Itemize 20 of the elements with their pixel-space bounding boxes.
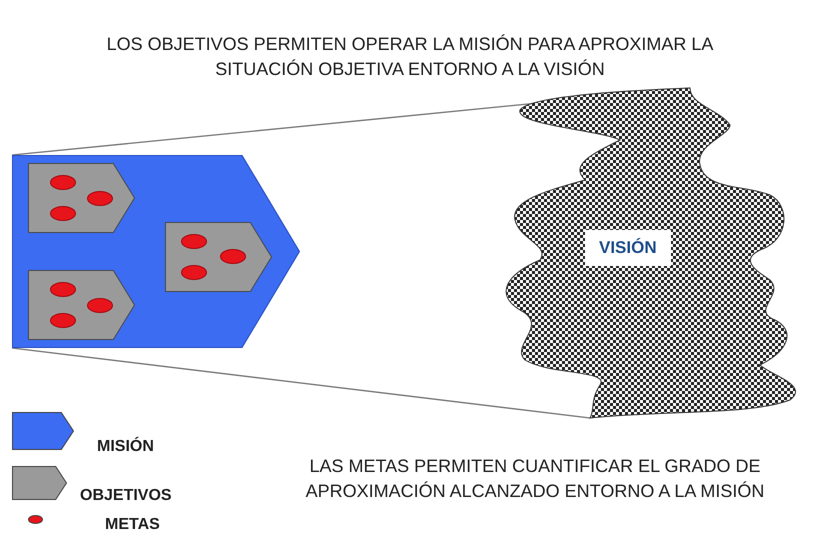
goal-ellipse [50, 313, 76, 328]
objective-pentagon [28, 270, 135, 340]
goal-ellipse [50, 282, 76, 297]
goal-ellipse [50, 175, 76, 190]
node-label: VISIÓN [585, 230, 671, 266]
legend-label: MISIÓN [97, 438, 154, 456]
note-text: LOS OBJETIVOS PERMITEN OPERAR LA MISIÓN PARA APROXIMAR LA SITUACIÓN OBJETIVA ENTORNO A LA VISIÓN [106, 33, 714, 81]
mission-pentagon [12, 155, 300, 348]
objective-pentagon [165, 222, 272, 292]
goal-ellipse [220, 249, 246, 264]
legend-label: OBJETIVOS [80, 487, 172, 505]
note-text: LAS METAS PERMITEN CUANTIFICAR EL GRADO DE APROXIMACIÓN ALCANZADO ENTORNO A LA MISIÓN [304, 455, 766, 503]
line [12, 347, 590, 419]
goal-ellipse [50, 206, 76, 221]
legend-label: METAS [105, 516, 160, 534]
goal-ellipse [181, 265, 207, 280]
goal-ellipse [181, 234, 207, 249]
objective-pentagon [28, 163, 135, 233]
goal-ellipse [87, 191, 113, 206]
goal-ellipse [87, 298, 113, 313]
